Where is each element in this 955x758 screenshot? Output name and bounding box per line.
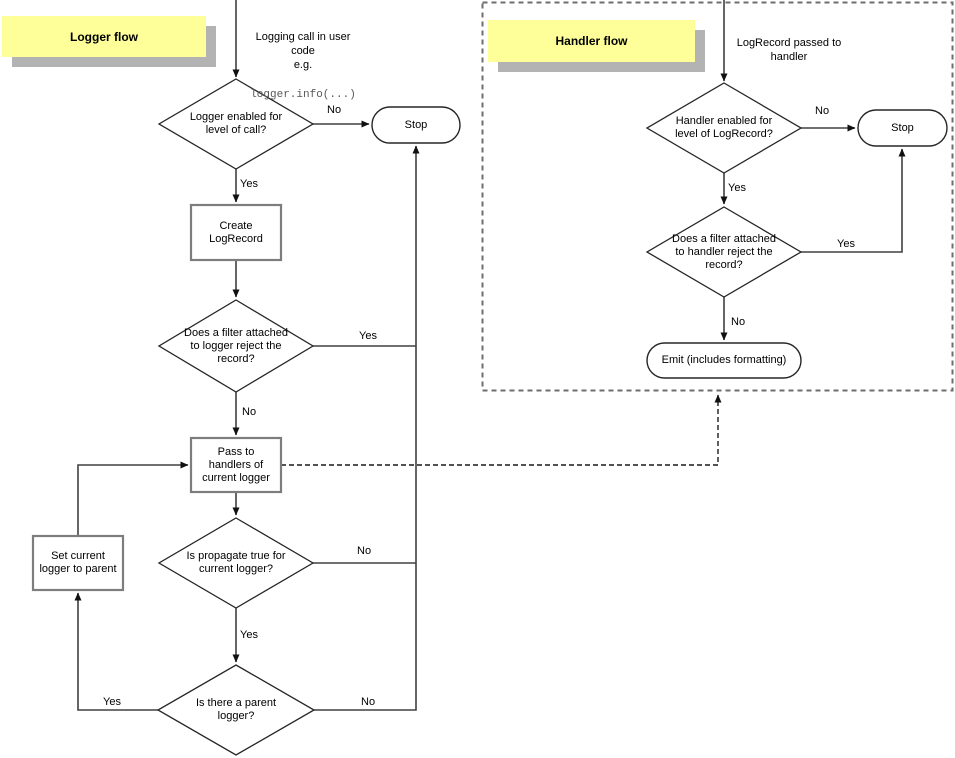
handler-stop-node — [857, 109, 948, 147]
handler-filter-label: Does a filter attached to handler reject… — [672, 232, 776, 271]
pass-to-handlers-label: Pass to handlers of current logger — [202, 445, 270, 484]
logger-start-annotation: Logging call in user code e.g. logger.in… — [241, 16, 365, 116]
set-current-logger-box — [31, 534, 125, 592]
handler-flow-frame — [481, 1, 954, 392]
edge-label-logger-enabled-yes: Yes — [240, 178, 258, 190]
edge-label-handler-enabled-no: No — [815, 105, 830, 117]
edge-parent-yes-to-set-parent — [74, 592, 158, 711]
edge-label-handler-enabled-yes: Yes — [728, 182, 746, 194]
edge-pass-to-handler-flow-dashed — [281, 394, 722, 466]
logger-stop-label: Stop — [404, 118, 428, 131]
logger-filter-diamond — [157, 299, 315, 393]
logger-flow-title: Logger flow — [2, 16, 206, 57]
handler-flow-title-text: Handler flow — [555, 34, 628, 48]
propagate-diamond — [157, 517, 315, 609]
handler-filter-diamond — [645, 206, 803, 298]
propagate-label: Is propagate true for current logger? — [186, 550, 286, 575]
parent-logger-label: Is there a parent logger? — [195, 697, 277, 722]
edge-label-handler-filter-no: No — [731, 316, 746, 328]
logger-enabled-diamond — [157, 78, 315, 170]
edge-label-propagate-no: No — [357, 545, 372, 557]
edge-label-parent-yes: Yes — [103, 696, 121, 708]
emit-label: Emit (includes formatting) — [661, 354, 787, 366]
parent-logger-diamond — [156, 664, 316, 756]
emit-node — [646, 342, 802, 379]
edge-handler-filter-yes-to-stop — [801, 148, 906, 253]
handler-flow-title: Handler flow — [488, 20, 695, 62]
handler-stop-label: Stop — [891, 121, 914, 134]
logger-filter-label: Does a filter attached to logger reject … — [184, 326, 288, 365]
handler-enabled-label: Handler enabled for level of LogRecord? — [675, 115, 773, 140]
edge-label-logger-enabled-no: No — [327, 104, 342, 116]
handler-enabled-diamond — [645, 82, 803, 174]
handler-start-annotation: LogRecord passed to handler — [736, 37, 842, 63]
edge-label-logger-filter-no: No — [242, 406, 257, 418]
edge-parent-no-to-stop — [314, 145, 420, 711]
logger-start-text: Logging call in user code e.g. — [255, 31, 351, 71]
logger-flow-title-text: Logger flow — [70, 29, 138, 44]
edge-label-logger-filter-yes: Yes — [359, 330, 377, 342]
edge-label-handler-filter-yes: Yes — [837, 238, 855, 250]
create-logrecord-box — [189, 203, 283, 262]
logger-enabled-label: Logger enabled for level of call? — [189, 111, 283, 136]
edge-label-parent-no: No — [361, 696, 376, 708]
logger-start-code: logger.info(...) — [250, 89, 356, 101]
logger-stop-node — [371, 106, 461, 144]
create-logrecord-label: Create LogRecord — [209, 219, 263, 245]
pass-to-handlers-box — [189, 436, 283, 494]
set-current-logger-label: Set current logger to parent — [39, 550, 117, 575]
edge-label-propagate-yes: Yes — [240, 629, 258, 641]
edge-set-parent-loop-to-pass — [77, 461, 189, 536]
